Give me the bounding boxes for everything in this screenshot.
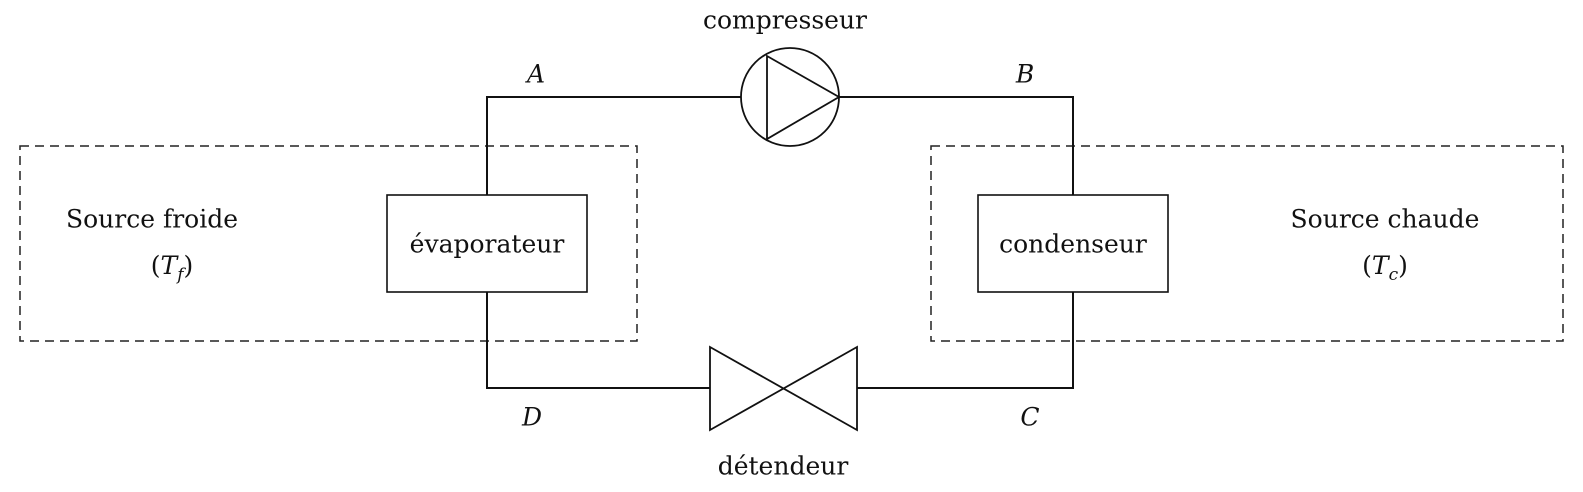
- expansion-valve-label: détendeur: [717, 451, 849, 481]
- hot-source-label: Source chaude: [1290, 204, 1480, 234]
- cold-temp-symbol: T: [160, 251, 178, 280]
- pipe-d: [486, 292, 710, 389]
- point-b-label: B: [1015, 59, 1035, 89]
- point-d-label: D: [521, 402, 543, 432]
- condenser-box: [977, 194, 1169, 293]
- compressor-symbol: [740, 47, 841, 147]
- evaporator-label: évaporateur: [409, 229, 565, 259]
- cold-source-label: Source froide: [65, 204, 239, 234]
- hot-temp-subscript: c: [1388, 265, 1399, 285]
- cold-temp-subscript: f: [177, 265, 184, 285]
- compressor-label: compresseur: [702, 5, 868, 35]
- hot-temp-symbol: T: [1371, 251, 1389, 280]
- cold-source-boundary: [19, 145, 638, 342]
- pipe-b: [839, 96, 1074, 195]
- cold-temperature-label: (Tf): [150, 251, 194, 285]
- point-c-label: C: [1020, 402, 1040, 432]
- expansion-valve-symbol: [709, 345, 858, 432]
- hot-source-boundary: [930, 145, 1564, 342]
- point-a-label: A: [526, 59, 546, 89]
- pipe-a: [486, 96, 741, 195]
- condenser-label: condenseur: [999, 229, 1147, 259]
- evaporator-box: [386, 194, 588, 293]
- hot-temperature-label: (Tc): [1362, 251, 1408, 285]
- pipe-c: [857, 292, 1074, 389]
